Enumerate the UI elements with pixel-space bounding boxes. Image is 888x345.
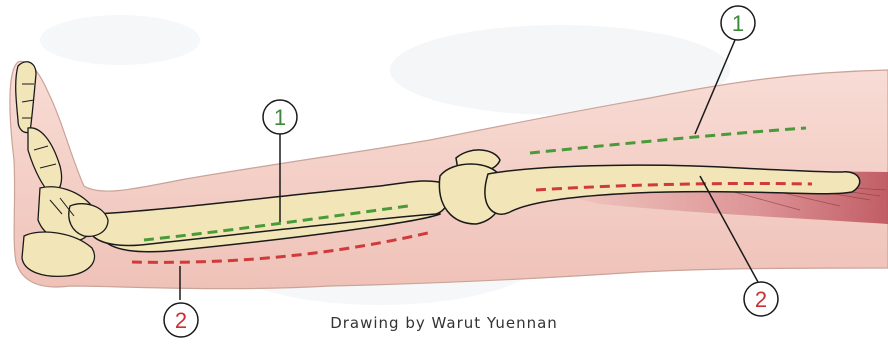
drawing-credit: Drawing by Warut Yuennan: [0, 314, 888, 332]
callout-upper-1: 1: [721, 6, 755, 40]
callout-label: 2: [755, 287, 767, 312]
callout-lower-1: 1: [263, 100, 297, 134]
callout-label: 1: [274, 105, 286, 130]
callout-upper-2: 2: [744, 282, 778, 316]
callout-label: 1: [732, 11, 744, 36]
